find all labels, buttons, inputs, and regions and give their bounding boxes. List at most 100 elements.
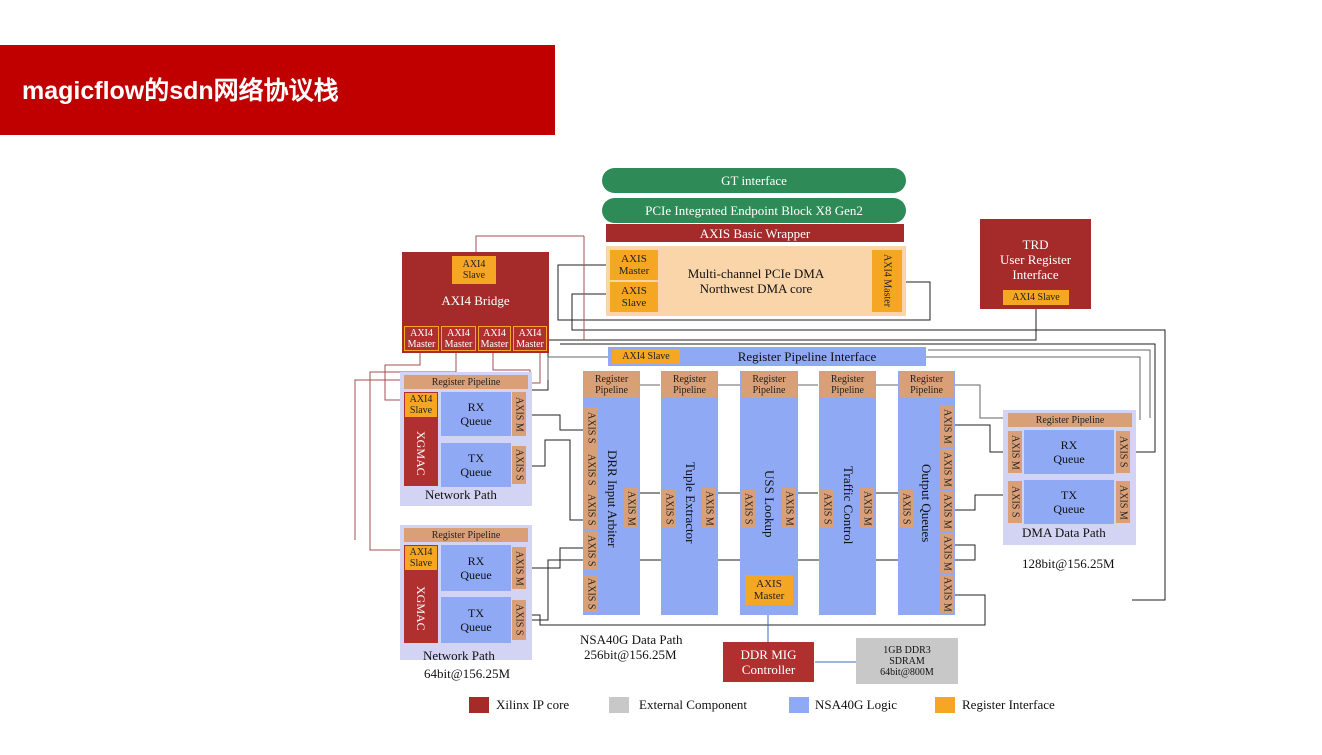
tx-queue-label: TX Queue bbox=[1053, 488, 1085, 516]
axis-m-port: AXIS M bbox=[702, 488, 716, 528]
axis-s-port: AXIS S bbox=[584, 532, 598, 570]
rx-queue-label: RX Queue bbox=[460, 554, 492, 582]
axis-s-label: AXIS S bbox=[742, 493, 754, 525]
np1-tx-queue: TX Queue bbox=[441, 443, 511, 487]
tx-queue-label: TX Queue bbox=[460, 606, 492, 634]
dma-rx-queue: RX Queue bbox=[1024, 430, 1114, 474]
dma-core-line2: Northwest DMA core bbox=[699, 281, 813, 296]
module-name: USS Lookup bbox=[762, 470, 777, 538]
axis-wrapper-label: AXIS Basic Wrapper bbox=[699, 225, 811, 241]
np1-label: Network Path bbox=[425, 487, 497, 502]
axis-s-label: AXIS S bbox=[821, 493, 833, 525]
trd-block: TRD User Register Interface bbox=[980, 219, 1091, 309]
slide-title: magicflow的sdn网络协议栈 bbox=[22, 77, 339, 105]
axis-m-port: AXIS M bbox=[782, 488, 796, 528]
axis-m-port: AXIS M bbox=[624, 488, 638, 528]
axis-m-port: AXIS M bbox=[940, 449, 954, 489]
xgmac-label: XGMAC bbox=[414, 430, 428, 476]
bridge-master-label: AXI4 Master bbox=[407, 327, 436, 350]
axis-s-port: AXIS S bbox=[899, 490, 913, 528]
tx-queue-label: TX Queue bbox=[460, 451, 492, 479]
dma-loop-line bbox=[557, 264, 931, 321]
np2-axi4-slave: AXI4 Slave bbox=[405, 546, 437, 570]
axis-m-label: AXIS M bbox=[941, 493, 953, 529]
gt-interface-label: GT interface bbox=[721, 172, 787, 188]
np-bus-label: 64bit@156.25M bbox=[424, 666, 511, 681]
register-pipeline-interface: Register Pipeline Interface bbox=[608, 347, 926, 366]
bridge-master-label: AXI4 Master bbox=[480, 327, 509, 350]
dma-register-pipeline: Register Pipeline bbox=[1008, 413, 1132, 427]
axis-m-label: AXIS M bbox=[513, 396, 525, 432]
dma-axis-master-port: AXIS Master bbox=[610, 250, 658, 280]
trd-axi4-slave-label: AXI4 Slave bbox=[1012, 292, 1060, 303]
nsa-datapath-label: NSA40G Data Path bbox=[580, 632, 683, 647]
nsa-datapath-bus-label: 256bit@156.25M bbox=[584, 647, 677, 662]
axis-s-port: AXIS S bbox=[820, 490, 834, 528]
bridge-master-label: AXI4 Master bbox=[516, 327, 544, 350]
axis-s-label: AXIS S bbox=[585, 578, 597, 610]
axis-m-label: AXIS M bbox=[703, 490, 715, 526]
bridge-axi4-master-port: AXI4 Master bbox=[441, 326, 476, 351]
dma-rx-axis-s: AXIS S bbox=[1116, 431, 1130, 473]
axis-m-label: AXIS M bbox=[941, 451, 953, 487]
uss-axis-master-port: AXIS Master bbox=[745, 575, 793, 605]
register-pipeline-tag: Register Pipeline bbox=[899, 372, 954, 398]
xgmac-label: XGMAC bbox=[414, 585, 428, 631]
register-pipeline-tag: Register Pipeline bbox=[584, 372, 639, 398]
legend-swatch-register bbox=[935, 697, 955, 713]
register-pipeline-tag: Register Pipeline bbox=[662, 372, 717, 398]
pcie-endpoint-label: PCIe Integrated Endpoint Block X8 Gen2 bbox=[645, 202, 863, 218]
axis-s-label: AXIS S bbox=[585, 494, 597, 526]
axis-m-port: AXIS M bbox=[940, 491, 954, 531]
bridge-axi4-master-port: AXI4 Master bbox=[513, 326, 547, 351]
axis-s-label: AXIS S bbox=[585, 412, 597, 444]
axis-m-port: AXIS M bbox=[940, 575, 954, 613]
axis-s-label: AXIS S bbox=[1117, 436, 1129, 468]
axis-s-label: AXIS S bbox=[1009, 486, 1021, 518]
legend-swatch-xilinx bbox=[469, 697, 489, 713]
axis-s-label: AXIS S bbox=[663, 493, 675, 525]
np1-rx-axis-m: AXIS M bbox=[512, 392, 526, 436]
register-pipeline-label: Register Pipeline bbox=[431, 376, 501, 388]
trd-line2: User Register bbox=[999, 252, 1072, 267]
axis-m-label: AXIS M bbox=[1009, 434, 1021, 470]
np1-axi4-slave: AXI4 Slave bbox=[405, 393, 437, 417]
legend-label-nsa40g: NSA40G Logic bbox=[815, 697, 897, 712]
axis-m-port: AXIS M bbox=[860, 488, 874, 528]
ddr3-sdram: 1GB DDR3 SDRAM 64bit@800M bbox=[856, 638, 958, 684]
legend-label-external: External Component bbox=[639, 697, 747, 712]
register-pipeline-tag: Register Pipeline bbox=[820, 372, 875, 398]
register-pipeline-label: Register Pipeline bbox=[594, 374, 629, 396]
dma-rx-axis-m: AXIS M bbox=[1008, 431, 1022, 473]
axis-s-port: AXIS S bbox=[584, 449, 598, 491]
axis-m-label: AXIS M bbox=[625, 490, 637, 526]
axis-m-label: AXIS M bbox=[513, 550, 525, 586]
axis-s-port: AXIS S bbox=[741, 490, 755, 528]
trd-axi4-slave-port: AXI4 Slave bbox=[1003, 290, 1069, 305]
axi4-slave-label: AXI4 Slave bbox=[409, 547, 433, 569]
legend-swatch-external bbox=[609, 697, 629, 713]
register-pipeline-tag: Register Pipeline bbox=[741, 372, 797, 398]
reg-interface-axi4-slave: AXI4 Slave bbox=[612, 349, 680, 364]
dma-axi4-master-label: AXI4 Master bbox=[881, 254, 893, 308]
axis-s-port: AXIS S bbox=[584, 407, 598, 449]
legend-label-xilinx: Xilinx IP core bbox=[496, 697, 570, 712]
rx-queue-label: RX Queue bbox=[460, 400, 492, 428]
ddr3-sdram-label: 1GB DDR3 SDRAM 64bit@800M bbox=[880, 644, 934, 678]
trd-line3: Interface bbox=[1012, 267, 1059, 282]
axis-m-label: AXIS M bbox=[941, 535, 953, 571]
dma-path-label: DMA Data Path bbox=[1022, 525, 1106, 540]
bridge-master-label: AXI4 Master bbox=[444, 327, 473, 350]
axis-m-label: AXIS M bbox=[783, 490, 795, 526]
np1-rx-queue: RX Queue bbox=[441, 392, 511, 436]
axis-m-label: AXIS M bbox=[941, 408, 953, 444]
ddr-controller-label: DDR MIG Controller bbox=[740, 647, 797, 677]
np2-tx-axis-s: AXIS S bbox=[512, 600, 526, 640]
axi4-slave-label: AXI4 Slave bbox=[409, 394, 433, 416]
reg-interface-slave-label: AXI4 Slave bbox=[622, 351, 670, 362]
axis-master-label: AXIS Master bbox=[753, 578, 785, 602]
bridge-axi4-master-port: AXI4 Master bbox=[404, 326, 439, 351]
module-name: Traffic Control bbox=[841, 466, 856, 545]
module-name: DRR Input Arbiter bbox=[605, 450, 620, 548]
register-pipeline-label: Register Pipeline bbox=[752, 374, 786, 396]
